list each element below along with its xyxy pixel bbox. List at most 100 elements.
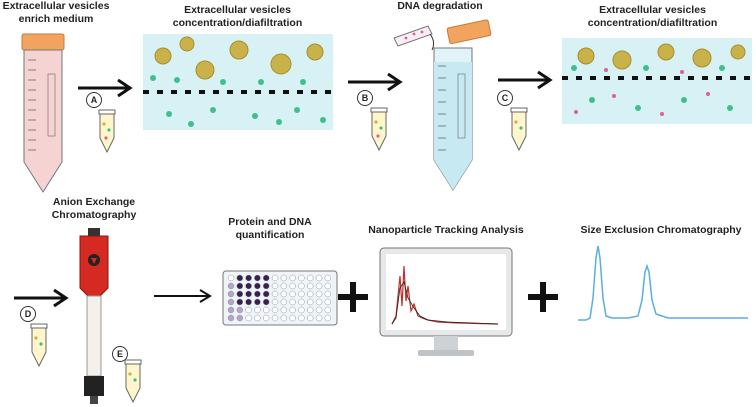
well-plate bbox=[222, 270, 338, 326]
plate-well bbox=[245, 298, 252, 306]
step-c-badge: C bbox=[497, 90, 513, 106]
plate-well bbox=[324, 274, 332, 282]
plate-well bbox=[306, 314, 314, 322]
plate-well bbox=[254, 282, 261, 290]
plate-well bbox=[306, 298, 314, 306]
plate-well bbox=[306, 306, 314, 314]
label-sec: Size Exclusion Chromatography bbox=[580, 224, 742, 236]
plate-well bbox=[236, 282, 244, 290]
plate-well bbox=[315, 306, 323, 314]
plate-well bbox=[245, 282, 252, 290]
plate-well bbox=[306, 274, 314, 282]
plate-well bbox=[324, 282, 332, 290]
plate-well bbox=[298, 274, 305, 282]
plate-well bbox=[289, 282, 296, 290]
microtube-a bbox=[98, 109, 116, 154]
plate-well bbox=[227, 298, 235, 306]
plate-well bbox=[289, 274, 296, 282]
plate-well bbox=[262, 314, 270, 322]
plate-well bbox=[236, 274, 244, 282]
plate-well bbox=[306, 282, 314, 290]
plate-well bbox=[262, 306, 270, 314]
conical-tube-medium bbox=[21, 33, 65, 193]
plate-well bbox=[236, 306, 244, 314]
arrow-step-a bbox=[78, 78, 133, 98]
sec-chromatogram bbox=[578, 245, 748, 321]
conical-tube-dna-degradation bbox=[433, 19, 492, 191]
plate-well bbox=[254, 290, 261, 298]
microtube-e bbox=[124, 359, 142, 404]
plate-well bbox=[315, 298, 323, 306]
plate-well bbox=[298, 290, 305, 298]
label-ev-concentration-1: Extracellular vesicles concentration/dia… bbox=[172, 4, 303, 29]
label-nta: Nanoparticle Tracking Analysis bbox=[368, 224, 524, 236]
plate-well bbox=[298, 282, 305, 290]
dnase-pipette-tip bbox=[393, 25, 435, 51]
plate-well bbox=[262, 282, 270, 290]
plate-well bbox=[280, 282, 288, 290]
membrane-panel-1 bbox=[143, 34, 333, 130]
label-protein-dna-quantification: Protein and DNA quantification bbox=[228, 216, 312, 241]
plate-well bbox=[280, 314, 288, 322]
plate-well bbox=[236, 298, 244, 306]
plate-well bbox=[254, 306, 261, 314]
plate-well bbox=[271, 274, 279, 282]
plate-well bbox=[254, 298, 261, 306]
plate-well bbox=[324, 314, 332, 322]
plate-well bbox=[227, 274, 235, 282]
plate-well bbox=[227, 290, 235, 298]
microtube-c bbox=[510, 107, 528, 152]
plate-well bbox=[271, 290, 279, 298]
plus-sign-1 bbox=[338, 282, 368, 312]
plate-well bbox=[227, 314, 235, 322]
anion-exchange-column bbox=[79, 228, 109, 404]
label-anion-exchange: Anion Exchange Chromatography bbox=[51, 196, 137, 221]
plate-well bbox=[262, 290, 270, 298]
plate-well bbox=[236, 314, 244, 322]
plate-well bbox=[262, 298, 270, 306]
step-b-badge: B bbox=[357, 90, 373, 106]
plate-well bbox=[245, 290, 252, 298]
plus-sign-2 bbox=[528, 282, 558, 312]
membrane-panel-2 bbox=[562, 38, 752, 124]
plate-well bbox=[236, 290, 244, 298]
step-e-badge: E bbox=[112, 346, 128, 362]
step-a-badge: A bbox=[86, 92, 102, 108]
plate-well bbox=[254, 314, 261, 322]
arrow-step-b bbox=[348, 72, 403, 92]
plate-well bbox=[245, 314, 252, 322]
plate-well bbox=[289, 314, 296, 322]
plate-well bbox=[289, 306, 296, 314]
plate-well bbox=[271, 306, 279, 314]
arrow-to-plate bbox=[154, 289, 212, 303]
plate-well bbox=[262, 274, 270, 282]
plate-well bbox=[289, 290, 296, 298]
plate-well bbox=[280, 290, 288, 298]
plate-well bbox=[227, 306, 235, 314]
plate-well bbox=[289, 298, 296, 306]
plate-well bbox=[245, 306, 252, 314]
plate-well bbox=[324, 306, 332, 314]
plate-well bbox=[324, 298, 332, 306]
plate-well bbox=[280, 274, 288, 282]
plate-well bbox=[315, 274, 323, 282]
plate-well bbox=[315, 290, 323, 298]
plate-well bbox=[227, 282, 235, 290]
plate-well bbox=[315, 282, 323, 290]
plate-well bbox=[324, 290, 332, 298]
plate-well bbox=[271, 282, 279, 290]
plate-well bbox=[298, 306, 305, 314]
plate-well bbox=[280, 306, 288, 314]
label-dna-degradation: DNA degradation bbox=[397, 0, 483, 12]
plate-well bbox=[245, 274, 252, 282]
plate-well bbox=[315, 314, 323, 322]
plate-well bbox=[306, 290, 314, 298]
label-ev-medium: Extracellular vesicles enrich medium bbox=[2, 0, 110, 25]
step-d-badge: D bbox=[20, 306, 36, 322]
plate-well bbox=[271, 298, 279, 306]
arrow-step-d bbox=[14, 288, 69, 308]
microtube-b bbox=[370, 107, 388, 152]
nta-monitor bbox=[379, 247, 513, 356]
microtube-d bbox=[30, 323, 48, 368]
plate-well bbox=[280, 298, 288, 306]
